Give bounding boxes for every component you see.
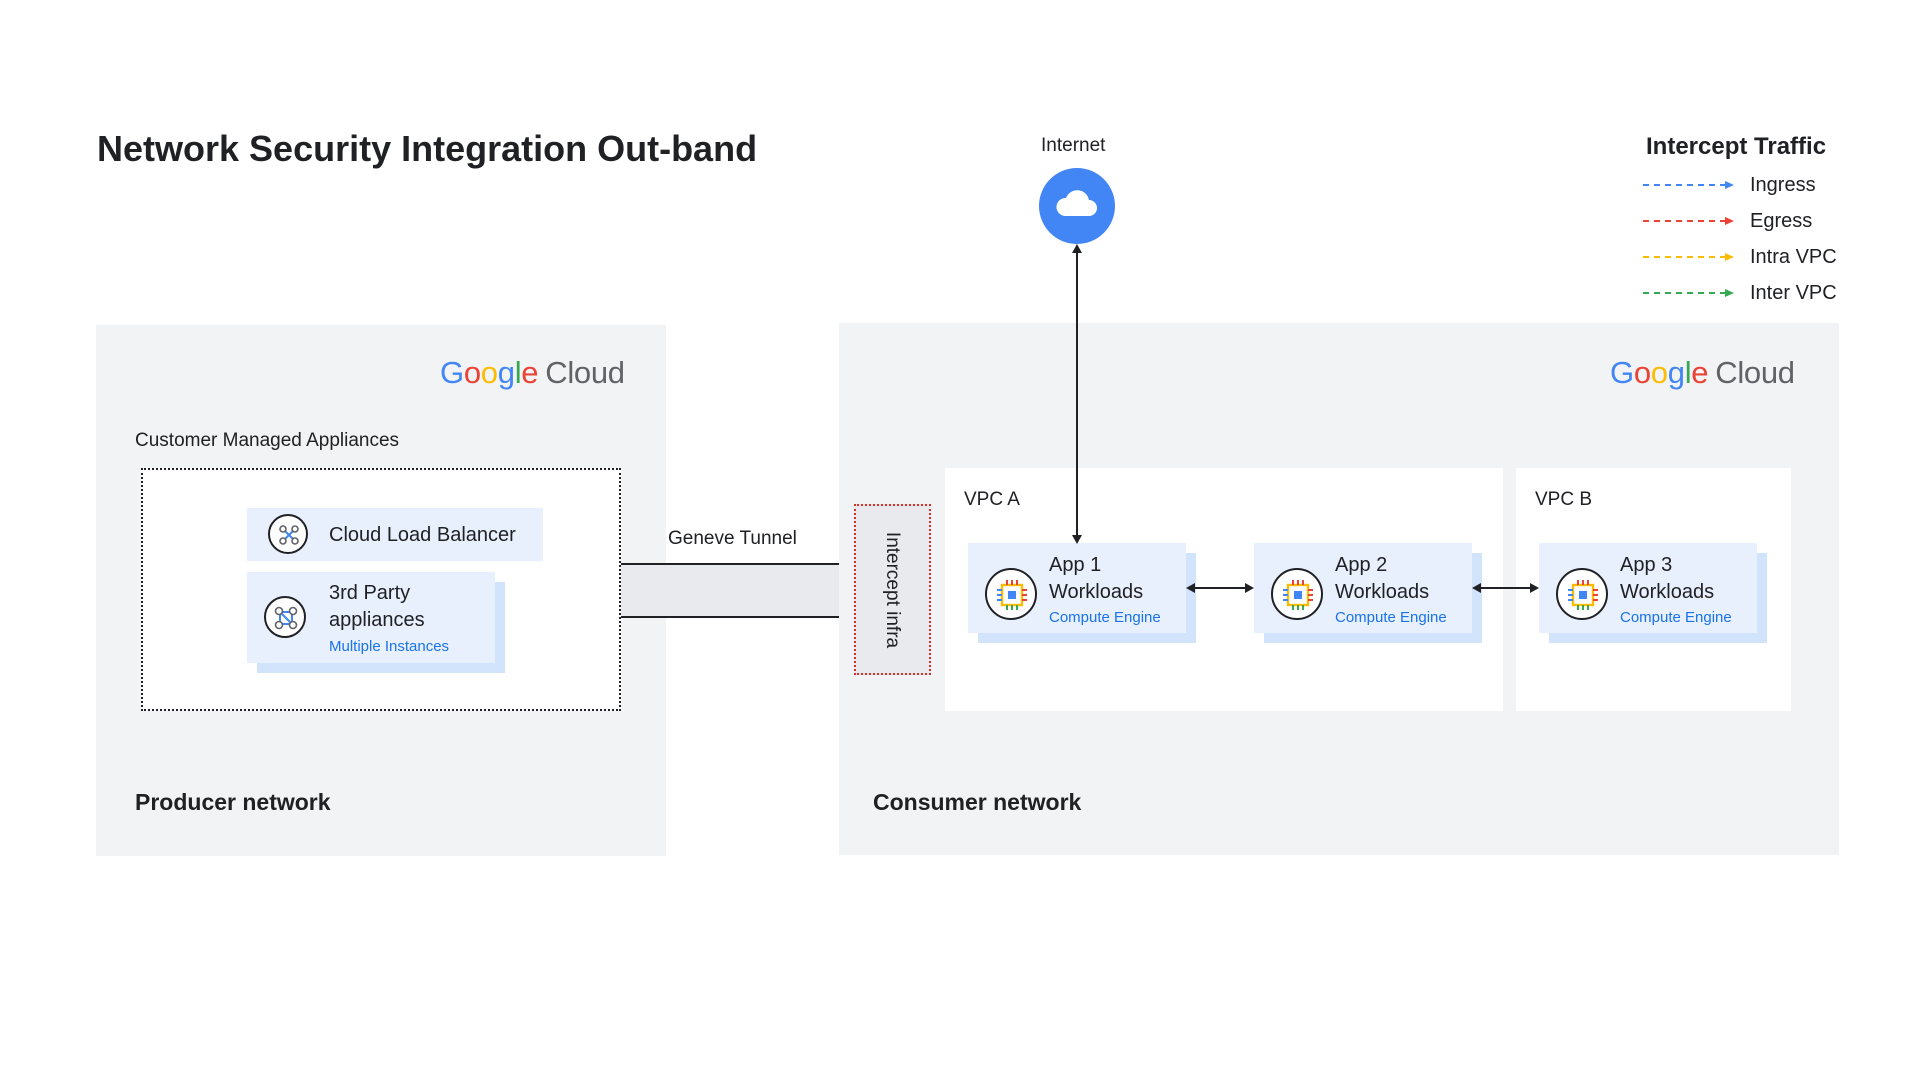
internet-cloud bbox=[1039, 168, 1115, 244]
app-3-title: App 3 Workloads bbox=[1620, 554, 1715, 603]
load-balancer-icon bbox=[268, 514, 308, 554]
legend-item-ingress bbox=[1643, 178, 1735, 196]
app-3-service: Compute Engine bbox=[1620, 609, 1732, 626]
app-2-title: App 2 Workloads bbox=[1335, 554, 1430, 603]
compute-engine-icon bbox=[1271, 568, 1323, 620]
third-party-appliances-label: 3rd Party appliances bbox=[329, 582, 425, 631]
compute-engine-icon bbox=[985, 568, 1037, 620]
internet-label: Internet bbox=[1041, 135, 1106, 156]
legend-title: Intercept Traffic bbox=[1646, 133, 1827, 160]
legend-item-intra-vpc bbox=[1643, 250, 1735, 268]
network-nodes-icon bbox=[264, 596, 306, 638]
geneve-tunnel-label: Geneve Tunnel bbox=[668, 528, 797, 549]
legend-label-inter-vpc: Inter VPC bbox=[1750, 282, 1837, 304]
legend-label-egress: Egress bbox=[1750, 210, 1813, 232]
google-wordmark: Google bbox=[440, 355, 539, 390]
vpc-b-label: VPC B bbox=[1535, 489, 1593, 510]
consumer-network-label: Consumer network bbox=[873, 789, 1082, 815]
app-1-service: Compute Engine bbox=[1049, 609, 1161, 626]
cloud-load-balancer-label: Cloud Load Balancer bbox=[329, 524, 516, 546]
multiple-instances-label: Multiple Instances bbox=[329, 638, 450, 655]
egress-arrow-icon bbox=[1643, 217, 1734, 225]
legend-item-inter-vpc bbox=[1643, 286, 1735, 304]
legend-label-intra-vpc: Intra VPC bbox=[1750, 246, 1837, 268]
ingress-arrow-icon bbox=[1643, 181, 1734, 189]
internet-app1-connector bbox=[1072, 244, 1082, 544]
inter-vpc-arrow-icon bbox=[1643, 289, 1734, 297]
app2-app3-connector bbox=[1472, 583, 1539, 593]
app-1-title: App 1 Workloads bbox=[1049, 554, 1144, 603]
intercept-infra-box bbox=[854, 504, 931, 675]
compute-engine-icon bbox=[1556, 568, 1608, 620]
app1-app2-connector bbox=[1186, 583, 1254, 593]
geneve-tunnel bbox=[621, 563, 854, 618]
app-2-service: Compute Engine bbox=[1335, 609, 1447, 626]
customer-managed-appliances-label: Customer Managed Appliances bbox=[135, 430, 400, 451]
intra-vpc-arrow-icon bbox=[1643, 253, 1734, 261]
vpc-a-label: VPC A bbox=[964, 489, 1020, 510]
diagram-title: Network Security Integration Out-band bbox=[97, 128, 758, 169]
legend-label-ingress: Ingress bbox=[1750, 174, 1816, 196]
producer-network-label: Producer network bbox=[135, 789, 331, 815]
cloud-icon bbox=[1056, 190, 1097, 216]
legend-item-egress bbox=[1643, 214, 1735, 232]
intercept-infra-label: Intercept infra bbox=[882, 531, 903, 649]
google-wordmark: Google bbox=[1610, 355, 1709, 390]
